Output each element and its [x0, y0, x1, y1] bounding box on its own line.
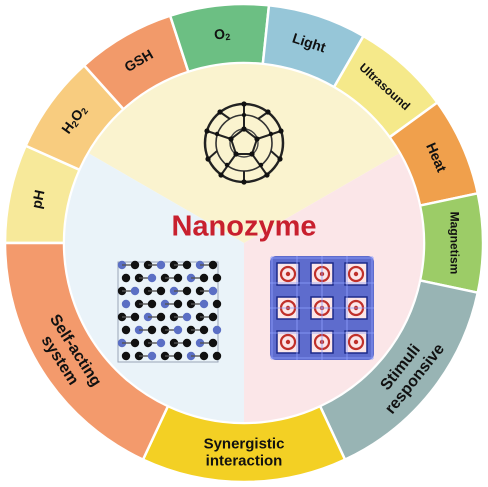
fullerene-molecule-icon: [203, 101, 285, 185]
porous-framework-icon: [270, 256, 374, 360]
ring-label-o2: O2: [213, 25, 231, 44]
ring-label-h2o2: H2O2: [58, 102, 91, 138]
atomic-lattice-icon: [117, 260, 222, 363]
inner-sector-lattice: [65, 153, 244, 422]
ring-label-ph: pH: [28, 188, 48, 210]
ring-segment-self-acting-system: [3, 241, 170, 462]
center-title: Nanozyme: [171, 211, 316, 243]
ring-label-magnetism: Magnetism: [447, 212, 461, 275]
